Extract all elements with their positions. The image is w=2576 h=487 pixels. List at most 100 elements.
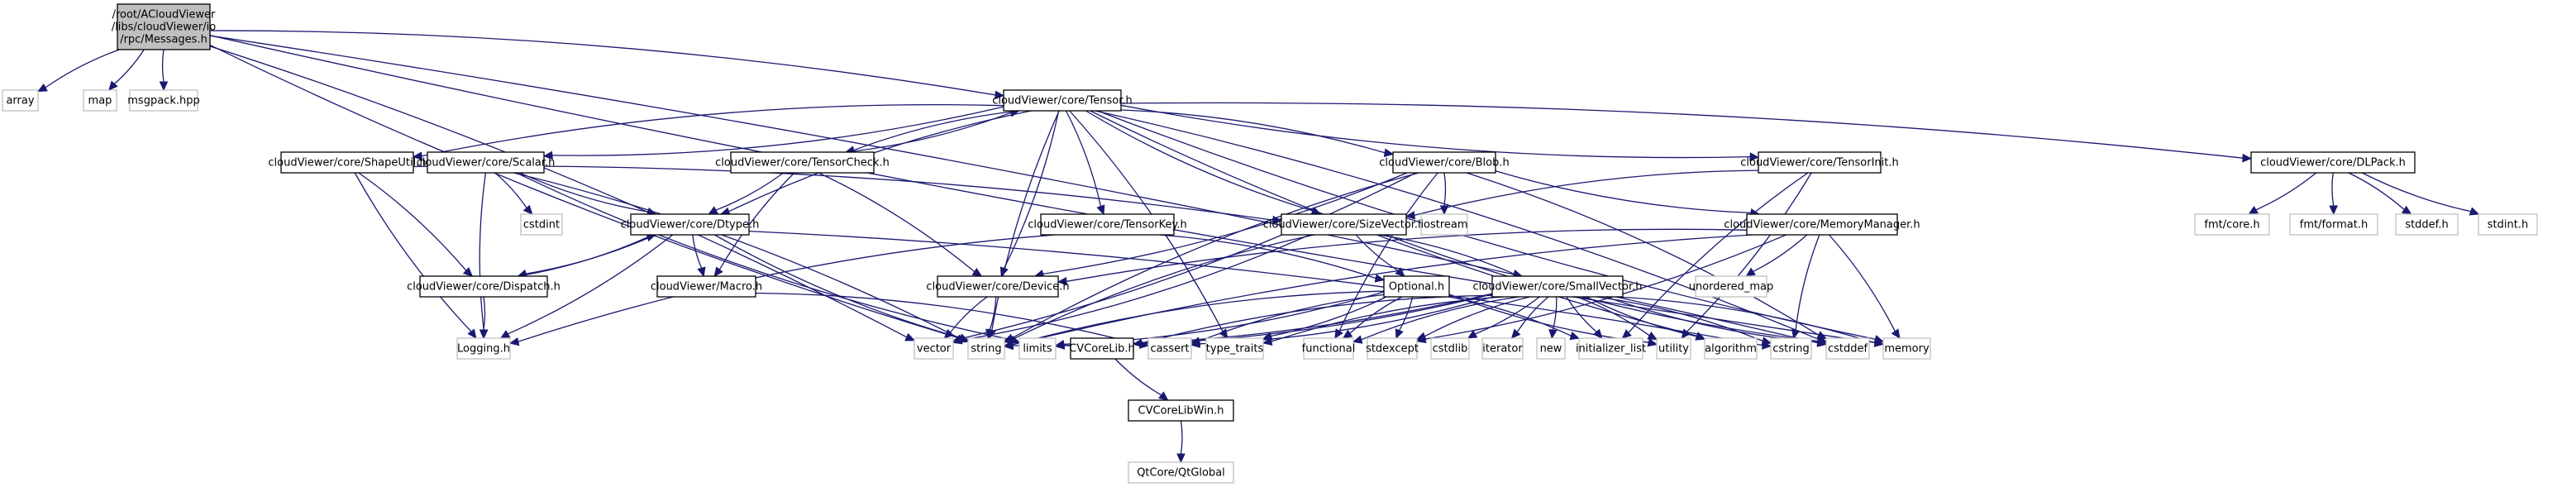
edge-tensor-to-scalar <box>551 106 1004 156</box>
node-box-smallvector[interactable] <box>1491 275 1624 298</box>
arrowhead-device-to-vector <box>943 328 954 339</box>
node-box-macro[interactable] <box>656 275 756 298</box>
edge-scalar-to-string <box>513 172 961 340</box>
edge-cvcorelib-to-cvcorelibwin <box>1114 358 1162 396</box>
node-iostream: iostream <box>1420 213 1468 236</box>
node-smallvector[interactable]: cloudViewer/core/SmallVector.h <box>1472 275 1643 298</box>
edge-macro-to-cassert <box>755 292 1141 346</box>
arrowhead-memorymanager-to-unordered_map <box>1745 267 1756 277</box>
node-dtype[interactable]: cloudViewer/core/Dtype.h <box>621 213 760 236</box>
node-box-dtype[interactable] <box>630 213 750 236</box>
edge-tensor-to-string <box>991 110 1060 331</box>
node-box-tensor[interactable] <box>1003 89 1122 112</box>
edge-blob-to-vector <box>961 172 1416 340</box>
edge-sizevector-to-smallvector <box>1379 234 1515 275</box>
edge-scalar-to-logging <box>479 172 487 331</box>
node-sizevector[interactable]: cloudViewer/core/SizeVector.h <box>1263 213 1425 236</box>
node-macro[interactable]: cloudViewer/Macro.h <box>651 275 762 298</box>
node-label-map: map <box>88 95 112 107</box>
node-label-blob: cloudViewer/core/Blob.h <box>1379 157 1509 169</box>
node-cstddef: cstddef <box>1825 337 1870 360</box>
edge-smallvector-to-new <box>1552 296 1558 331</box>
arrowhead-tensor-to-shapeutil <box>412 151 422 160</box>
edge-blob-to-cstddef <box>1466 172 1820 336</box>
node-label-dtype: cloudViewer/core/Dtype.h <box>621 219 760 232</box>
node-memorymanager[interactable]: cloudViewer/core/MemoryManager.h <box>1724 213 1920 236</box>
node-label-dispatch: cloudViewer/core/Dispatch.h <box>407 281 561 294</box>
node-tensor[interactable]: cloudViewer/core/Tensor.h <box>992 89 1133 112</box>
node-label-scalar: cloudViewer/core/Scalar.h <box>417 157 556 169</box>
node-device[interactable]: cloudViewer/core/Device.h <box>926 275 1070 298</box>
node-iterator: iterator <box>1481 337 1524 360</box>
arrowhead-smallvector-to-memory <box>1873 338 1885 347</box>
arrowhead-smallvector-to-type_traits <box>1262 337 1273 346</box>
node-label-tensorcheck: cloudViewer/core/TensorCheck.h <box>715 157 890 169</box>
arrowhead-cvcorelibwin-to-qtglobal <box>1176 453 1185 464</box>
arrowhead-root-to-vector <box>904 332 916 341</box>
node-box-scalar[interactable] <box>427 151 545 174</box>
node-cvcorelib[interactable]: CVCoreLib.h <box>1069 337 1135 360</box>
node-dlpack[interactable]: cloudViewer/core/DLPack.h <box>2250 151 2416 174</box>
node-box-tensorkey[interactable] <box>1040 213 1175 236</box>
node-label-smallvector: cloudViewer/core/SmallVector.h <box>1472 281 1642 294</box>
edge-dtype-to-macro <box>692 234 703 269</box>
node-box-root[interactable] <box>117 3 211 50</box>
node-dispatch[interactable]: cloudViewer/core/Dispatch.h <box>407 275 561 298</box>
edge-smallvector-to-initializer_list <box>1566 296 1597 332</box>
node-box-tensorcheck[interactable] <box>730 151 875 174</box>
arrowhead-smallvector-to-cstring <box>1761 337 1772 346</box>
arrowhead-sizevector-to-vector <box>952 336 963 345</box>
node-shapeutil[interactable]: cloudViewer/core/ShapeUtil.h <box>268 151 427 174</box>
edge-tensor-to-shapeutil <box>421 103 1004 157</box>
node-root[interactable]: /root/ACloudViewer/libs/cloudViewer/io/r… <box>112 3 216 50</box>
arrowhead-shapeutil-to-logging <box>467 328 477 339</box>
node-tensorcheck[interactable]: cloudViewer/core/TensorCheck.h <box>715 151 890 174</box>
arrowhead-optional-to-stdexcept <box>1395 328 1404 340</box>
node-box-shapeutil[interactable] <box>280 151 414 174</box>
edge-dtype-to-dispatch <box>526 234 656 275</box>
edge-smallvector-to-stdexcept <box>1424 296 1530 337</box>
arrowhead-blob-to-cstddef <box>1816 331 1828 340</box>
arrowhead-tensor-to-tensorinit <box>1749 152 1760 161</box>
edge-dispatch-to-logging <box>483 296 486 331</box>
node-label-new: new <box>1540 343 1562 356</box>
node-box-string <box>967 337 1005 360</box>
arrowhead-smallvector-to-algorithm <box>1695 332 1706 341</box>
node-box-cvcorelib[interactable] <box>1070 337 1134 360</box>
edge-device-to-vector <box>950 296 988 333</box>
edge-blob-to-iostream <box>1443 172 1447 207</box>
node-box-tensorinit[interactable] <box>1758 151 1882 174</box>
arrowhead-smallvector-to-stdexcept <box>1415 332 1427 341</box>
node-label-cvcorelibwin: CVCoreLibWin.h <box>1138 405 1224 418</box>
edge-root-to-tensor <box>209 30 996 96</box>
node-box-stdexcept <box>1367 337 1418 360</box>
arrowhead-tensorcheck-to-macro <box>713 266 723 277</box>
node-label-device: cloudViewer/core/Device.h <box>926 281 1069 294</box>
node-label-stddefh: stddef.h <box>2405 219 2448 232</box>
node-box-dispatch[interactable] <box>419 275 548 298</box>
node-box-memorymanager[interactable] <box>1746 213 1898 236</box>
edge-device-to-string <box>989 296 997 331</box>
node-box-cvcorelibwin[interactable] <box>1128 399 1234 422</box>
edge-dlpack-to-stddefh <box>2348 172 2405 210</box>
edge-sizevector-to-optional <box>1355 234 1399 272</box>
arrowhead-optional-to-initializer_list <box>1569 332 1581 341</box>
edge-root-to-msgpack <box>161 49 165 83</box>
node-box-optional[interactable] <box>1383 275 1450 298</box>
edge-scalar-to-limits <box>516 172 1012 341</box>
node-box-dlpack[interactable] <box>2250 151 2416 174</box>
node-label-string: string <box>971 343 1001 356</box>
node-tensorkey[interactable]: cloudViewer/core/TensorKey.h <box>1028 213 1187 236</box>
node-box-device[interactable] <box>937 275 1059 298</box>
node-optional[interactable]: Optional.h <box>1383 275 1450 298</box>
arrowhead-tensor-to-scalar <box>542 150 553 160</box>
node-cvcorelibwin[interactable]: CVCoreLibWin.h <box>1128 399 1234 422</box>
node-tensorinit[interactable]: cloudViewer/core/TensorInit.h <box>1740 151 1899 174</box>
arrowhead-smallvector-to-functional <box>1352 335 1363 344</box>
node-blob[interactable]: cloudViewer/core/Blob.h <box>1379 151 1510 174</box>
node-scalar[interactable]: cloudViewer/core/Scalar.h <box>417 151 556 174</box>
node-box-sizevector[interactable] <box>1281 213 1407 236</box>
node-box-array <box>2 89 39 112</box>
node-box-blob[interactable] <box>1392 151 1496 174</box>
edge-tensorcheck-to-dtype <box>715 172 785 211</box>
